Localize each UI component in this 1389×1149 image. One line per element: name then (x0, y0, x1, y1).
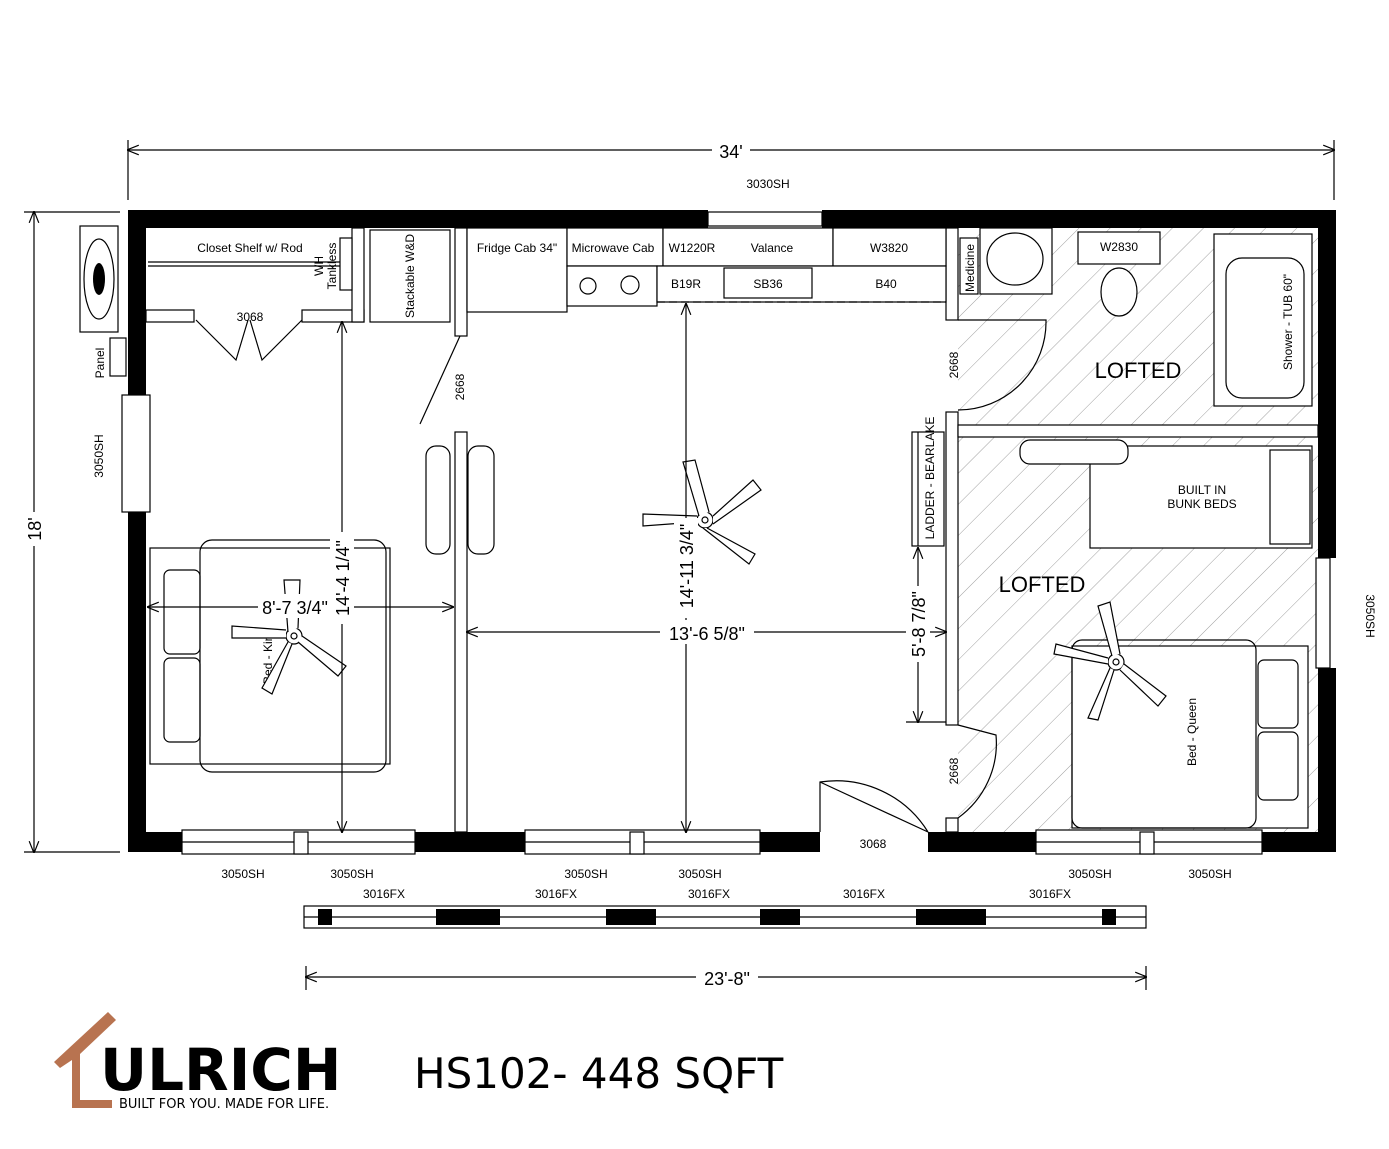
loft-ladder-dim-label: 5'-8 7/8" (909, 591, 929, 657)
bathtub (1213, 233, 1313, 407)
bunk-beds: BUILT IN BUNK BEDS (1019, 439, 1313, 549)
loft-ladder-dimension: 5'-8 7/8" (906, 548, 946, 722)
ladder-label: LADDER - BEARLAKE (923, 417, 937, 540)
panel-label: Panel (93, 348, 107, 379)
kitchen-cabinets: Fridge Cab 34" Microwave Cab W1220R Vala… (466, 227, 947, 313)
top-window-label: 3030SH (746, 177, 789, 191)
stackable-washer-dryer: Stackable W&D (369, 229, 451, 323)
sb36-label: SB36 (753, 277, 783, 291)
living-depth-label: 14'-11 3/4" (677, 524, 697, 609)
window-label: 3016FX (843, 887, 885, 901)
range (566, 265, 658, 307)
bath-door-label: 2668 (947, 351, 961, 378)
ceiling-fan-icon (1053, 601, 1167, 721)
window-label: 3016FX (1029, 887, 1071, 901)
closet-shelf-label: Closet Shelf w/ Rod (197, 241, 302, 255)
window-label: 3050SH (1188, 867, 1231, 881)
right-window-label: 3050SH (1363, 594, 1377, 637)
bedroom-width-label: 8'-7 3/4" (262, 598, 328, 618)
tankless-water-heater: WH Tankless (312, 237, 353, 291)
bottom-windows (181, 829, 1263, 855)
laundry-door-label: 2668 (453, 373, 467, 400)
bedroom-width-dimension: 8'-7 3/4" (148, 594, 453, 618)
sofa (425, 445, 495, 555)
ulrich-logo: ULRICH BUILT FOR YOU. MADE FOR LIFE. (54, 1012, 341, 1112)
window-label: 3016FX (363, 887, 405, 901)
window-label: 3016FX (535, 887, 577, 901)
living-width-label: 13'-6 5/8" (669, 624, 745, 644)
closet-shelf: Closet Shelf w/ Rod (148, 241, 350, 267)
bathroom-fixtures: Medicine W2830 Shower - TUB 60" (959, 227, 1295, 370)
porch-width-label: 23'-8" (704, 969, 750, 989)
tankless-label: Tankless (325, 243, 339, 290)
exterior-walls (128, 210, 1336, 852)
shower-label: Shower - TUB 60" (1281, 274, 1295, 370)
loft-upper-label: LOFTED (1095, 358, 1182, 383)
medicine-label: Medicine (963, 244, 977, 292)
right-window: 3050SH (1315, 557, 1377, 669)
loft-bedroom-door[interactable]: 2668 (947, 724, 997, 819)
porch-width-dimension: 23'-8" (306, 965, 1146, 990)
queen-bed: Bed - Queen (1071, 639, 1309, 829)
overall-depth-label: 18' (25, 517, 45, 540)
left-window-label: 3050SH (92, 434, 106, 477)
ceiling-fan-icon (642, 459, 762, 565)
overall-width-label: 34' (719, 142, 742, 162)
window-label: 3050SH (1068, 867, 1111, 881)
queen-bed-label: Bed - Queen (1185, 698, 1199, 766)
window-label: 3050SH (221, 867, 264, 881)
fridge-label: Fridge Cab 34" (477, 241, 557, 255)
washer-dryer-label: Stackable W&D (403, 234, 417, 318)
interior-walls (145, 227, 1319, 833)
bath-door[interactable]: 2668 (947, 319, 1047, 411)
living-width-dimension: 13'-6 5/8" (467, 620, 946, 644)
vanity (979, 227, 1053, 295)
microwave-label: Microwave Cab (572, 241, 655, 255)
electrical-panel: Panel (93, 337, 127, 379)
entry-door[interactable]: 3068 (819, 780, 929, 851)
left-window: 3050SH (92, 394, 151, 513)
closet-door[interactable]: 3068 (195, 310, 303, 362)
bunk-label-2: BUNK BEDS (1167, 497, 1236, 511)
overall-depth-dimension: 18' (22, 212, 120, 852)
window-label: 3050SH (678, 867, 721, 881)
top-window: 3030SH (707, 177, 823, 227)
logo-tagline: BUILT FOR YOU. MADE FOR LIFE. (119, 1097, 329, 1112)
bedroom-depth-label: 14'-4 1/4" (333, 540, 353, 616)
logo-wordmark: ULRICH (100, 1036, 341, 1104)
loft-bedroom-door-label: 2668 (947, 757, 961, 784)
porch-elevation (303, 905, 1147, 929)
plan-title: HS102- 448 SQFT (414, 1049, 784, 1098)
ac-unit (79, 225, 119, 333)
window-label: 3016FX (688, 887, 730, 901)
bedroom-depth-dimension: 14'-4 1/4" (330, 322, 354, 832)
laundry-door[interactable]: 2668 (419, 335, 467, 425)
living-depth-dimension: 14'-11 3/4" (674, 304, 698, 832)
b19r-label: B19R (671, 277, 701, 291)
sink (723, 267, 813, 299)
w2830-label: W2830 (1100, 240, 1138, 254)
window-label: 3050SH (330, 867, 373, 881)
loft-ladder[interactable]: LADDER - BEARLAKE (911, 417, 945, 547)
valance-label: Valance (751, 241, 794, 255)
overall-width-dimension: 34' (128, 138, 1334, 200)
w1220r-label: W1220R (669, 241, 716, 255)
bunk-label-1: BUILT IN (1178, 483, 1226, 497)
toilet (1100, 267, 1138, 317)
bottom-window-labels: 3050SH 3050SH 3016FX 3016FX 3050SH 3050S… (221, 867, 1231, 901)
loft-lower-label: LOFTED (999, 572, 1086, 597)
b40-label: B40 (875, 277, 897, 291)
w3820-label: W3820 (870, 241, 908, 255)
closet-door-label: 3068 (237, 310, 264, 324)
entry-door-label: 3068 (860, 837, 887, 851)
wh-label: WH (312, 256, 326, 276)
window-label: 3050SH (564, 867, 607, 881)
